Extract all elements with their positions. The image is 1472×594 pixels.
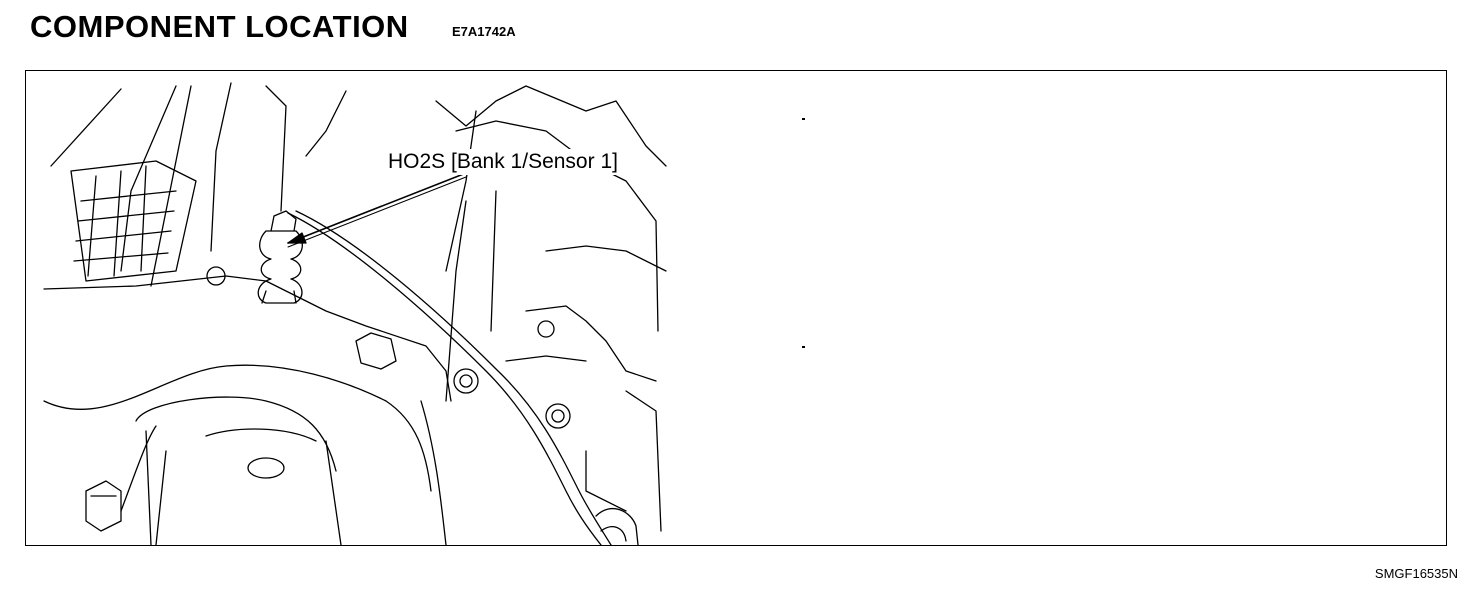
figure-frame: HO2S [Bank 1/Sensor 1] xyxy=(25,70,1447,546)
scan-speck xyxy=(802,346,805,348)
page-title: COMPONENT LOCATION xyxy=(30,9,409,44)
sensor-callout-label: HO2S [Bank 1/Sensor 1] xyxy=(386,149,620,175)
document-code: E7A1742A xyxy=(452,24,516,39)
scan-speck xyxy=(802,118,805,120)
engine-illustration xyxy=(43,82,667,545)
figure-reference-code: SMGF16535N xyxy=(1374,566,1458,581)
